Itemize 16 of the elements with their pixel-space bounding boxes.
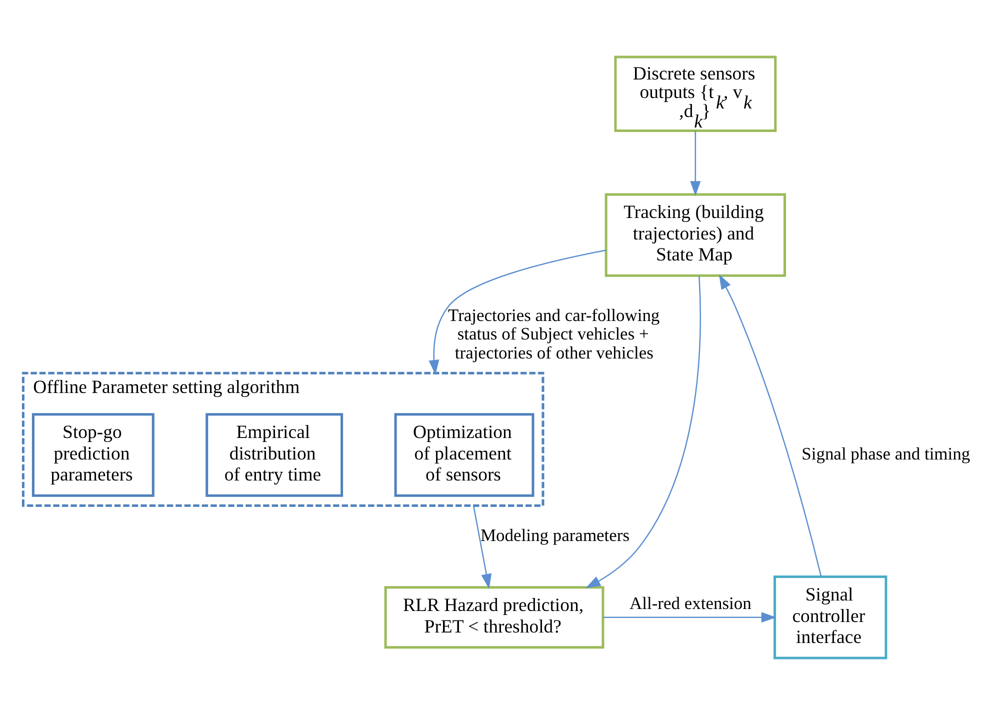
arrow [428,249,606,374]
edge-label: Trajectories and car-following status of Subject vehicles + trajectories of other vehicles [448,304,660,362]
node-box: RLR Hazard prediction, PrET < threshold? [384,586,604,648]
edge-label: Modeling parameters [480,524,630,544]
node-box: Tracking (building trajectories) and State Map [604,192,786,276]
arrow [690,130,701,196]
arrow [472,504,492,588]
arrow [586,275,701,588]
node-box: Stop-go prediction parameters [32,412,154,496]
edge-label: All-red extension [630,592,752,612]
arrow [718,274,822,576]
node-box: Signal controller interface [774,575,888,659]
node-box: Empirical distribution of entry time [206,412,344,496]
arrow [603,612,776,622]
edge-label: Signal phase and timing [802,443,970,464]
node-box: Optimization of placement of sensors [394,412,534,496]
